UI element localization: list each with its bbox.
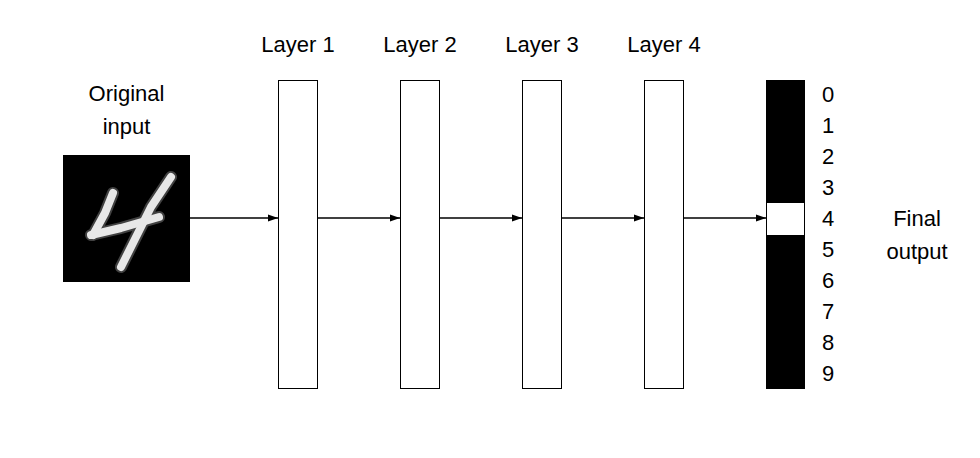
class-digit: 8 [822, 332, 834, 354]
handwritten-four [91, 177, 171, 267]
output-ground [766, 80, 805, 389]
class-digit: 6 [822, 270, 834, 292]
flow-arrow [190, 217, 278, 219]
class-digit: 5 [822, 239, 834, 261]
class-digit: 7 [822, 301, 834, 323]
output-vector: Final output [766, 80, 805, 389]
digit-image [63, 155, 190, 282]
flow-arrow [562, 217, 644, 219]
node-heading: Layer 4 [627, 28, 700, 61]
node-heading: Layer 3 [505, 28, 578, 61]
node-heading: Original input [72, 77, 182, 143]
class-digit: 0 [822, 84, 834, 106]
class-digit: 3 [822, 177, 834, 199]
input-image: Original input [63, 155, 190, 282]
node-heading: Layer 2 [383, 28, 456, 61]
active-output-cell [767, 203, 804, 235]
flow-arrow [684, 217, 766, 219]
digit-stroke [91, 177, 171, 267]
digit-blur [91, 177, 171, 267]
layer-box: Layer 2 [400, 80, 440, 389]
flow-arrow [318, 217, 400, 219]
layer-box: Layer 1 [278, 80, 318, 389]
class-digit: 2 [822, 146, 834, 168]
output-caption: Final output [875, 202, 959, 268]
layer-box: Layer 4 [644, 80, 684, 389]
flow-arrow [440, 217, 522, 219]
class-digit: 1 [822, 115, 834, 137]
output-bar [766, 80, 805, 389]
class-digit: 4 [822, 208, 834, 230]
layer-box: Layer 3 [522, 80, 562, 389]
node-heading: Layer 1 [261, 28, 334, 61]
class-digit: 9 [822, 363, 834, 385]
image-ground [63, 155, 190, 282]
